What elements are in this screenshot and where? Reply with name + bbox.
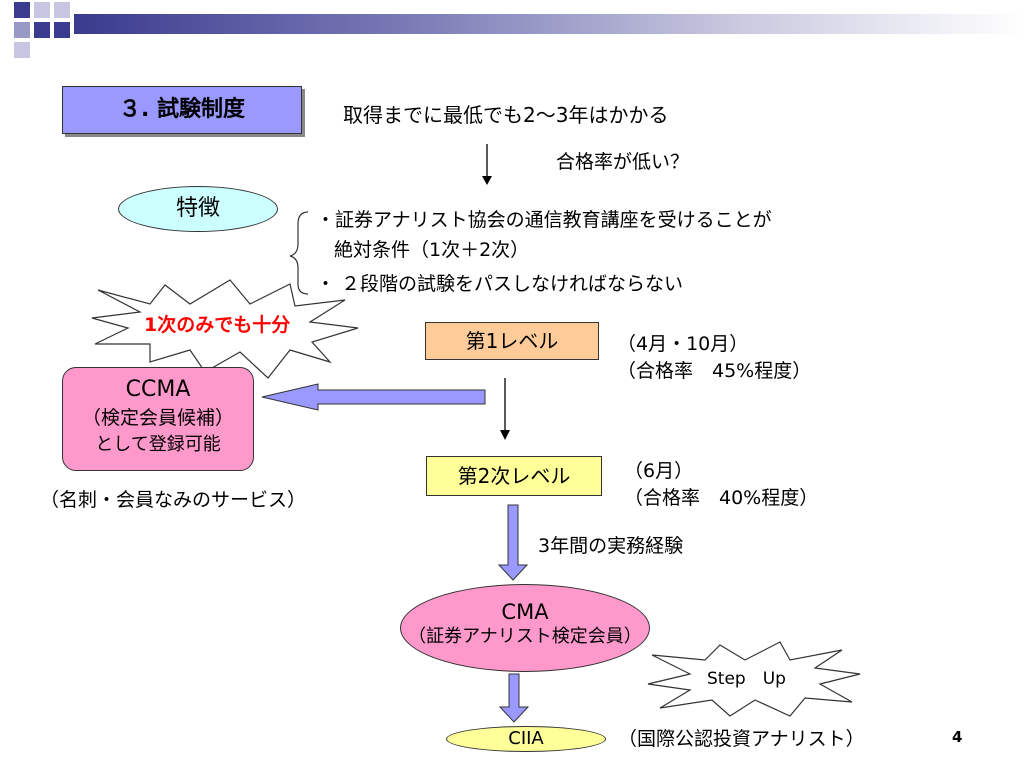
level1-rate: （合格率 45%程度） (617, 360, 812, 382)
level2-label: 第2次レベル (457, 464, 571, 488)
level2-box: 第2次レベル (426, 456, 602, 496)
level1-label: 第1レベル (465, 329, 559, 353)
page-number: 4 (952, 728, 963, 746)
cma-title: CMA (501, 600, 549, 624)
feature-line-3: ・ ２段階の試験をパスしなければならない (316, 273, 684, 295)
burst-shape-step-up (647, 641, 861, 717)
feature-line-1: ・証券アナリスト協会の通信教育講座を受けることが (316, 209, 772, 231)
level2-rate: （合格率 40%程度） (624, 487, 819, 509)
brace-icon (289, 211, 309, 295)
burst-first-only-label: 1次のみでも十分 (144, 314, 291, 336)
level1-box: 第1レベル (425, 322, 599, 360)
header-gradient-bar (74, 14, 1024, 34)
decor-square (54, 22, 70, 38)
slide-title: ３. 試験制度 (62, 86, 302, 134)
arrow-to-ccma (261, 383, 486, 411)
decor-square (34, 2, 50, 18)
decor-square (54, 2, 70, 18)
cma-subtitle: （証券アナリスト検定会員） (408, 626, 642, 647)
ccma-registration: として登録可能 (95, 434, 221, 455)
feature-ellipse: 特徴 (118, 186, 278, 232)
ciia-note: （国際公認投資アナリスト） (618, 728, 865, 750)
pass-rate-note: 合格率が低い？ (556, 151, 690, 173)
experience-note: 3年間の実務経験 (538, 535, 684, 557)
level1-schedule: （4月・10月） (617, 333, 749, 355)
burst-shape-first-only (91, 279, 359, 379)
ccma-title: CCMA (125, 377, 191, 402)
ccma-note: （名刺・会員なみのサービス） (40, 489, 307, 511)
feature-line-2: 絶対条件（1次＋2次） (334, 239, 530, 261)
ciia-label: CIIA (508, 728, 544, 749)
decor-square (14, 42, 30, 58)
step-up-label: Step Up (707, 669, 786, 689)
arrow-to-ciia (498, 673, 530, 723)
level2-schedule: （6月） (624, 460, 694, 482)
feature-label: 特徴 (175, 196, 220, 221)
ccma-box: CCMA （検定会員候補） として登録可能 (62, 367, 254, 471)
header-decoration (0, 0, 1024, 60)
arrow-to-cma (497, 504, 529, 581)
ciia-ellipse: CIIA (446, 726, 606, 752)
arrowhead-top (482, 176, 492, 185)
decor-square (14, 22, 30, 38)
decor-square (34, 22, 50, 38)
top-note: 取得までに最低でも2～3年はかかる (343, 103, 669, 127)
cma-ellipse: CMA （証券アナリスト検定会員） (400, 584, 650, 672)
decor-square (14, 2, 30, 18)
arrowhead-level (500, 430, 510, 440)
ccma-subtitle: （検定会員候補） (81, 407, 234, 429)
